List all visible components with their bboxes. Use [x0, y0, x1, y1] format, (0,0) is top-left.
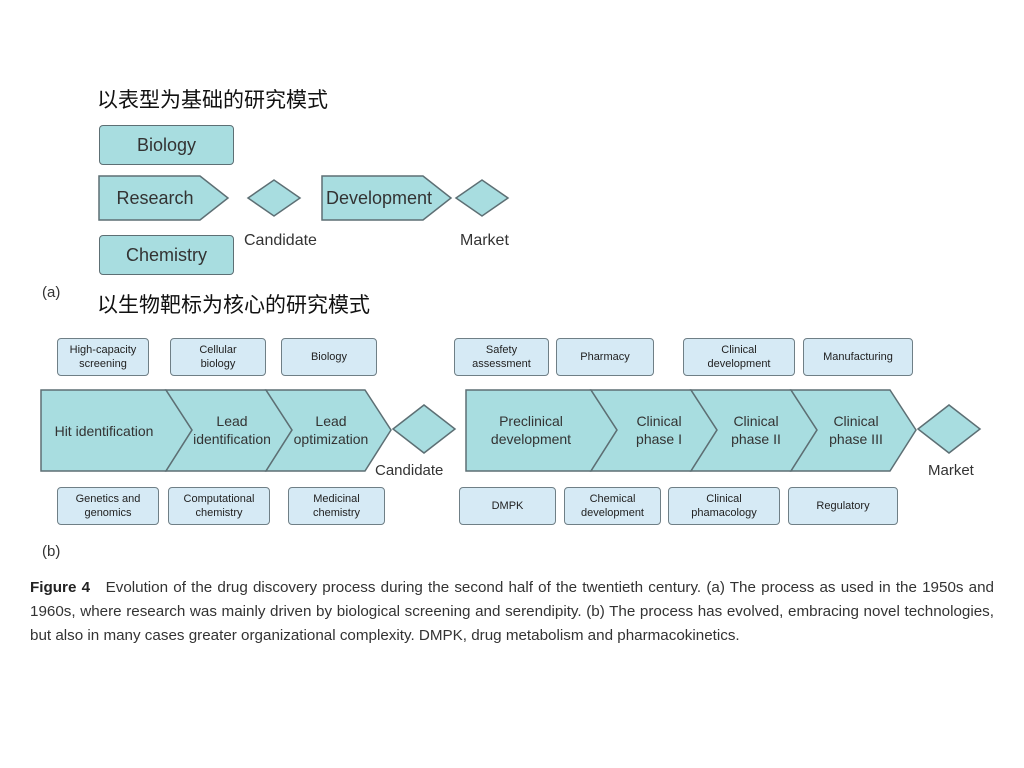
- chemistry-box: Chemistry: [99, 235, 234, 275]
- function-box: DMPK: [459, 487, 556, 525]
- function-box: Cellular biology: [170, 338, 266, 376]
- function-box: Biology: [281, 338, 377, 376]
- function-box: Genetics and genomics: [57, 487, 159, 525]
- market-label-a: Market: [460, 232, 509, 249]
- caption-label: Figure 4: [30, 579, 91, 596]
- function-box: Regulatory: [788, 487, 898, 525]
- candidate-diamond-a: [246, 179, 302, 217]
- market-diamond-a: [454, 179, 510, 217]
- function-box: Medicinal chemistry: [288, 487, 385, 525]
- panel-a-tag: (a): [42, 284, 61, 301]
- stage-arrow: [264, 389, 392, 472]
- function-box: Manufacturing: [803, 338, 913, 376]
- development-label: Development: [326, 188, 432, 208]
- function-box: Safety assessment: [454, 338, 549, 376]
- research-arrow: [98, 175, 230, 221]
- stage-arrow: [789, 389, 917, 472]
- candidate-label-b: Candidate: [375, 462, 444, 479]
- research-label: Research: [116, 188, 193, 208]
- development-arrow: [321, 175, 453, 221]
- function-box: Pharmacy: [556, 338, 654, 376]
- function-box: Clinical development: [683, 338, 795, 376]
- heading-phenotype-model: 以表型为基础的研究模式: [97, 88, 328, 112]
- candidate-label-a: Candidate: [244, 232, 317, 249]
- function-box: Computational chemistry: [168, 487, 270, 525]
- function-box: Clinical phamacology: [668, 487, 780, 525]
- panel-b-tag: (b): [42, 543, 61, 560]
- stage-label: Hit identification: [55, 423, 154, 439]
- market-label-b: Market: [928, 462, 974, 479]
- market-diamond-b: [916, 404, 982, 454]
- function-box: High-capacity screening: [57, 338, 149, 376]
- candidate-diamond-b: [391, 404, 457, 454]
- figure-caption: Figure 4 Evolution of the drug discovery…: [30, 576, 994, 648]
- heading-target-model: 以生物靶标为核心的研究模式: [97, 293, 370, 317]
- function-box: Chemical development: [564, 487, 661, 525]
- caption-text: Evolution of the drug discovery process …: [30, 579, 995, 644]
- biology-box: Biology: [99, 125, 234, 165]
